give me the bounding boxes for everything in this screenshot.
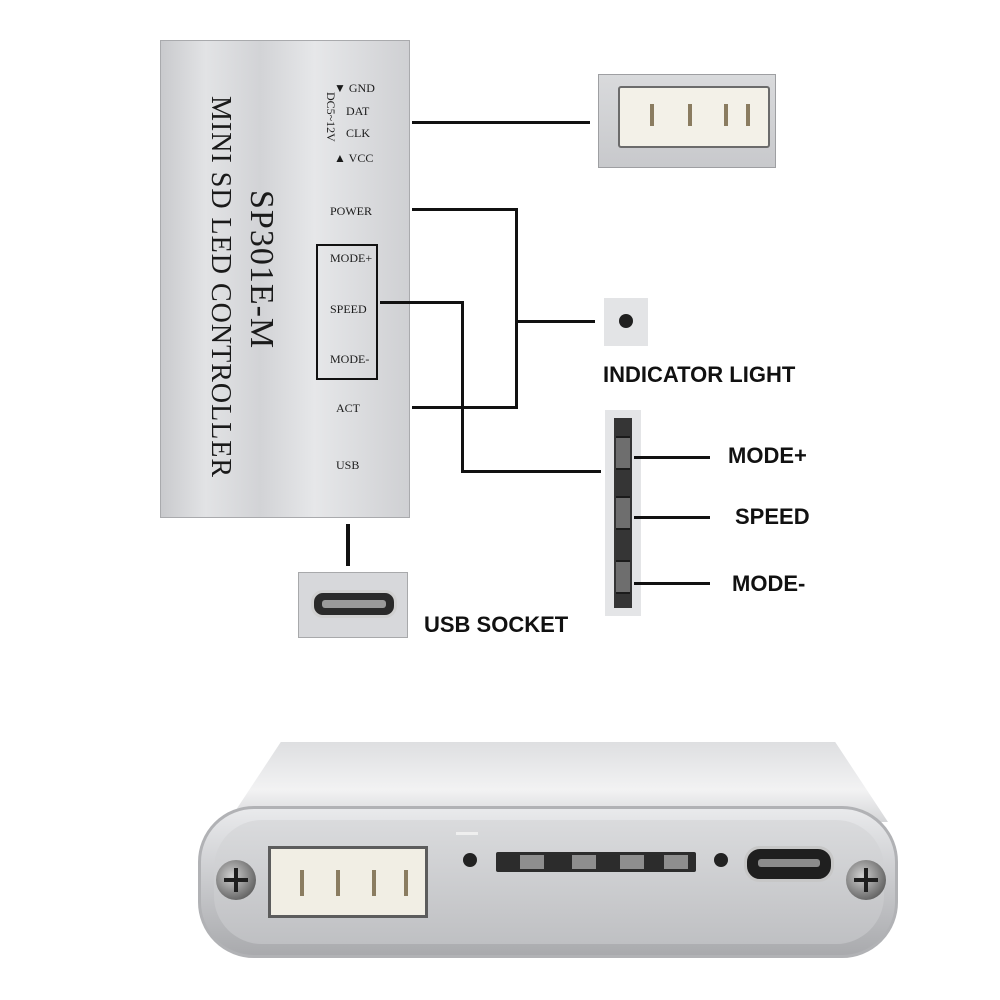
act-label: ACT xyxy=(336,401,360,415)
indicator-light-callout: INDICATOR LIGHT xyxy=(603,362,796,387)
speed-callout-line xyxy=(634,516,710,519)
device-hole-icon xyxy=(714,853,728,867)
pin-clk-label: CLK xyxy=(346,126,370,140)
mode-plus-label: MODE+ xyxy=(330,251,373,265)
device-vent-slit xyxy=(456,832,478,835)
power-line-h xyxy=(412,208,518,211)
controller-box xyxy=(160,40,410,518)
device-header-pin xyxy=(336,870,340,896)
usb-label: USB xyxy=(336,458,360,472)
device-header-pin xyxy=(300,870,304,896)
header-pin xyxy=(746,104,750,126)
device-button xyxy=(572,855,596,869)
button-slot xyxy=(616,560,630,594)
device-button xyxy=(620,855,644,869)
pin-dat-label: DAT xyxy=(346,104,370,118)
controller-subtitle: MINI SD LED CONTROLLER xyxy=(205,96,236,479)
speed-line-v xyxy=(461,301,464,473)
device-button xyxy=(664,855,688,869)
speed-line-h2 xyxy=(461,470,601,473)
speed-label: SPEED xyxy=(330,302,367,316)
mode-plus-callout-line xyxy=(634,456,710,459)
pin-gnd-label: ▼ GND xyxy=(334,81,375,95)
device-button-strip xyxy=(496,852,696,872)
indicator-line-v xyxy=(515,208,518,409)
act-line-h xyxy=(412,406,518,409)
button-group-frame xyxy=(316,244,378,380)
pin-vcc-label: ▲ VCC xyxy=(334,151,374,165)
pin-connector-line xyxy=(412,121,590,124)
header-pin xyxy=(688,104,692,126)
indicator-light-icon xyxy=(619,314,633,328)
mode-minus-callout-line xyxy=(634,582,710,585)
micro-usb-port-inner xyxy=(322,600,386,608)
voltage-label: DC5~12V xyxy=(324,92,338,142)
header-pin xyxy=(650,104,654,126)
button-slot xyxy=(616,436,630,470)
indicator-line-h xyxy=(515,320,595,323)
device-header-pin xyxy=(404,870,408,896)
usb-line-v xyxy=(346,524,350,566)
model-name: SP301E-M xyxy=(243,190,280,350)
header-connector xyxy=(618,86,770,148)
device-micro-usb-inner xyxy=(758,859,820,867)
mode-minus-label: MODE- xyxy=(330,352,370,366)
screw-left-icon xyxy=(216,860,256,900)
screw-right-icon xyxy=(846,860,886,900)
device-header-connector xyxy=(268,846,428,918)
device-button xyxy=(520,855,544,869)
device-indicator-icon xyxy=(463,853,477,867)
speed-callout: SPEED xyxy=(735,504,810,529)
speed-line-h1 xyxy=(380,301,464,304)
mode-minus-callout: MODE- xyxy=(732,571,806,596)
device-header-pin xyxy=(372,870,376,896)
button-slot xyxy=(616,496,630,530)
mode-plus-callout: MODE+ xyxy=(728,443,807,468)
power-label: POWER xyxy=(330,204,372,218)
usb-socket-callout: USB SOCKET xyxy=(424,612,569,637)
header-pin xyxy=(724,104,728,126)
